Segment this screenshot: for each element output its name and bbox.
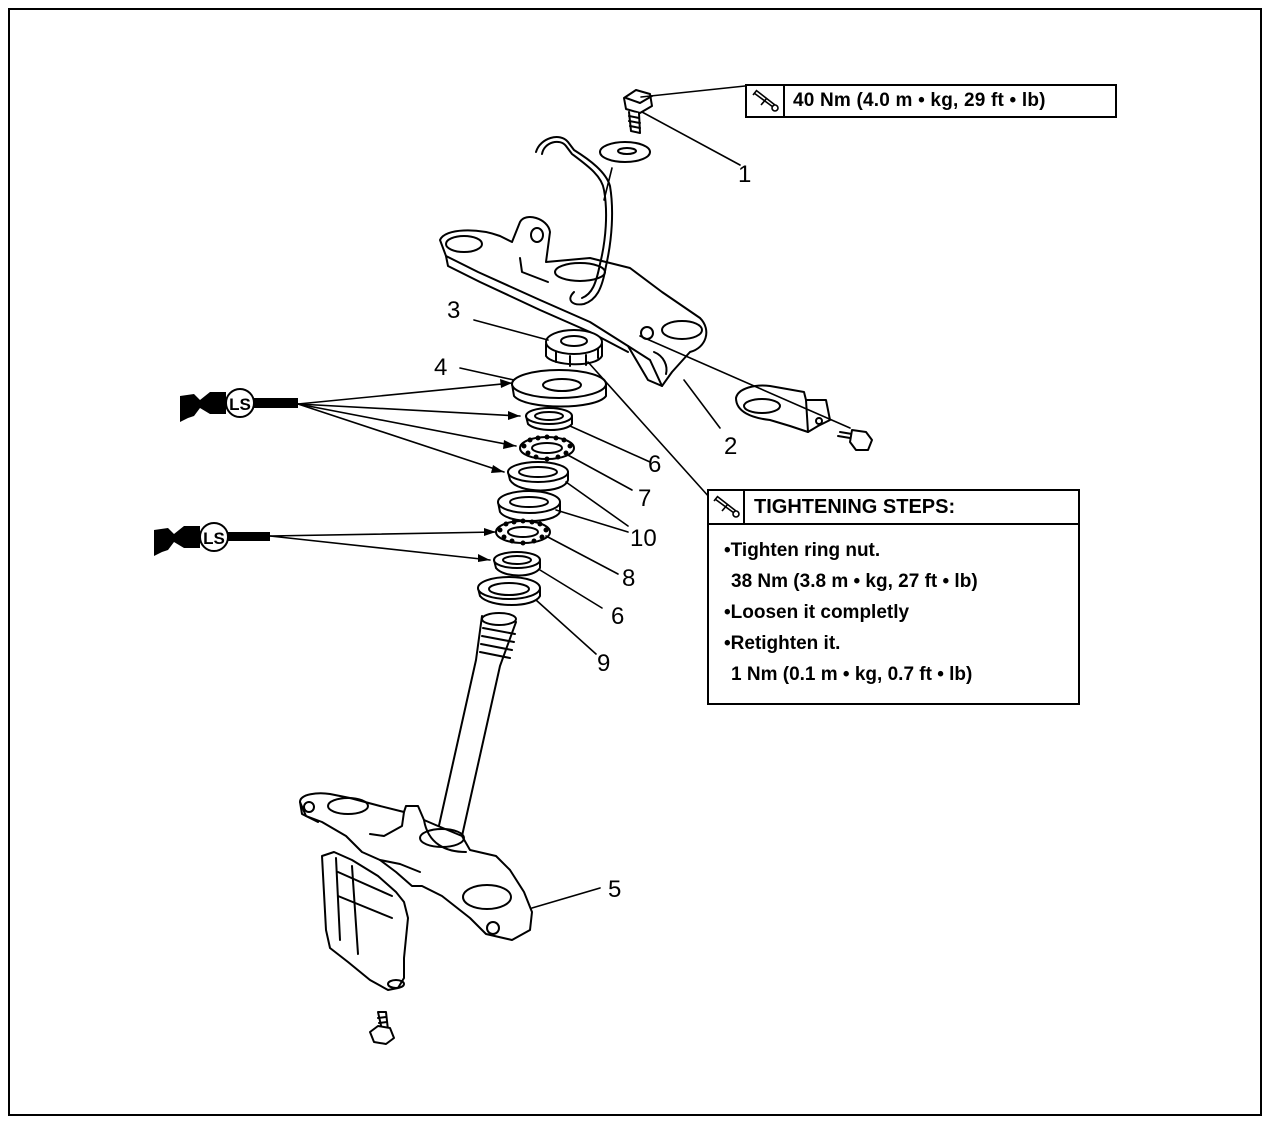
callout-3: 3 [447,297,460,324]
callout-10: 10 [630,525,657,552]
grease-gun-icon: LS [154,522,270,556]
callout-1: 1 [738,161,751,188]
torque-spec-text: 40 Nm (4.0 m • kg, 29 ft • lb) [793,90,1046,111]
step-item: •Loosen it completly [724,602,910,623]
ring-nut-part-3 [545,329,603,367]
bearing-cover-part-4 [511,369,607,408]
bolt-part-1 [623,89,653,134]
tightening-steps-title: TIGHTENING STEPS: [754,495,956,518]
step-item: 38 Nm (3.8 m • kg, 27 ft • lb) [731,571,978,592]
ball-bearing-upper-part-7 [519,434,575,462]
step-item: •Retighten it. [724,633,841,654]
callout-7: 7 [638,485,651,512]
outer-race-part-10b [497,490,561,522]
arrow-heads [478,379,520,562]
callout-4: 4 [434,354,447,381]
callout-numbers: 1 2 3 4 5 6 7 10 8 6 9 [434,161,751,903]
bearing-race-upper-part-6 [525,407,573,431]
diagram-frame [8,8,1262,1116]
tightening-steps-list: •Tighten ring nut. 38 Nm (3.8 m • kg, 27… [709,525,1078,690]
grease-gun-icon: LS [180,388,298,422]
lubricant-label: LS [203,529,225,548]
callout-6: 6 [648,451,661,478]
callout-2: 2 [724,433,737,460]
bearing-race-lower-part-6 [493,551,541,577]
tightening-steps-box: TIGHTENING STEPS: •Tighten ring nut. 38 … [707,489,1080,705]
callout-8: 8 [622,565,635,592]
seal-part-9 [477,576,541,606]
clamp-bolt [837,429,873,451]
callout-5: 5 [608,876,621,903]
bottom-bolt [369,1011,395,1045]
torque-wrench-icon [709,491,745,523]
steering-stem-part-5 [299,612,533,941]
step-item: 1 Nm (0.1 m • kg, 0.7 ft • lb) [731,664,973,685]
step-item: •Tighten ring nut. [724,540,881,561]
washer [599,141,651,163]
ball-bearing-lower-part-8 [495,518,551,546]
wire-stay [535,136,614,306]
torque-wrench-icon [747,86,785,116]
tightening-steps-header: TIGHTENING STEPS: [709,491,1078,525]
callout-6: 6 [611,603,624,630]
torque-spec-box: 40 Nm (4.0 m • kg, 29 ft • lb) [745,84,1117,118]
outer-race-part-10a [507,461,569,492]
guard-plate [321,851,409,991]
lubricant-label: LS [229,395,251,414]
lubricant-arrows [269,382,521,561]
callout-9: 9 [597,650,610,677]
clamp [735,384,831,433]
leader-lines [459,85,851,909]
